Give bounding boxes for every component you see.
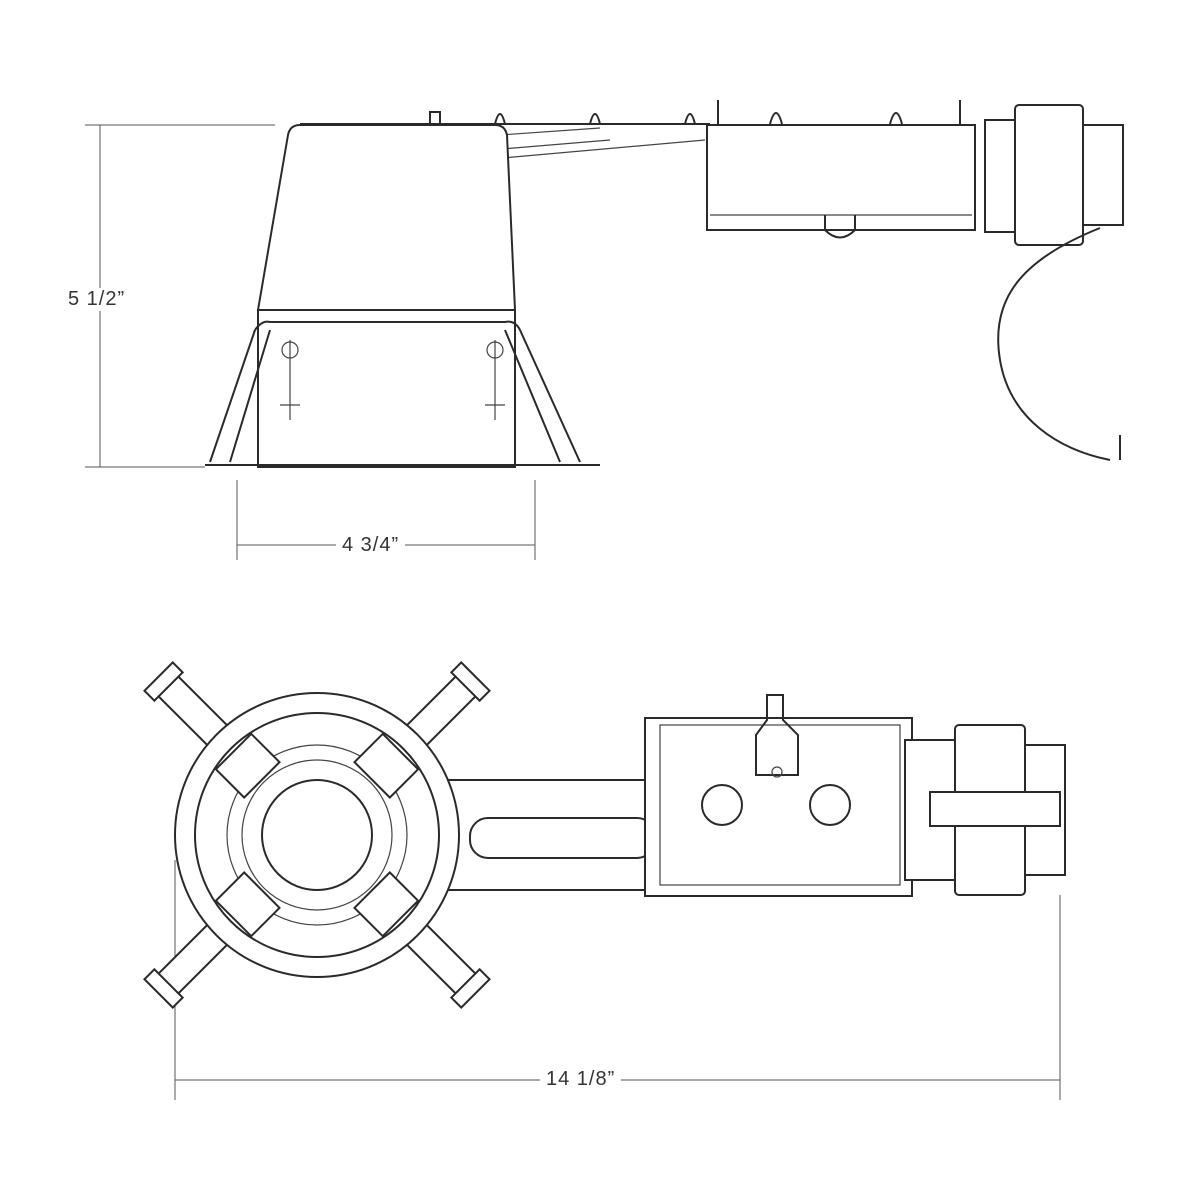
housing-ring	[174, 692, 460, 978]
connector	[984, 104, 1124, 246]
width-dimension-label: 4 3/4”	[336, 534, 406, 557]
mounting-arm	[439, 779, 661, 891]
spring-clip	[997, 227, 1111, 461]
height-dimension-label: 5 1/2”	[62, 288, 132, 311]
housing-can	[205, 124, 600, 468]
side-view	[85, 100, 1124, 560]
junction-box-top	[644, 694, 913, 897]
connector-top	[904, 724, 1066, 896]
top-view	[143, 661, 1066, 1100]
junction-box	[706, 124, 976, 239]
length-dimension-label: 14 1/8”	[540, 1068, 622, 1091]
